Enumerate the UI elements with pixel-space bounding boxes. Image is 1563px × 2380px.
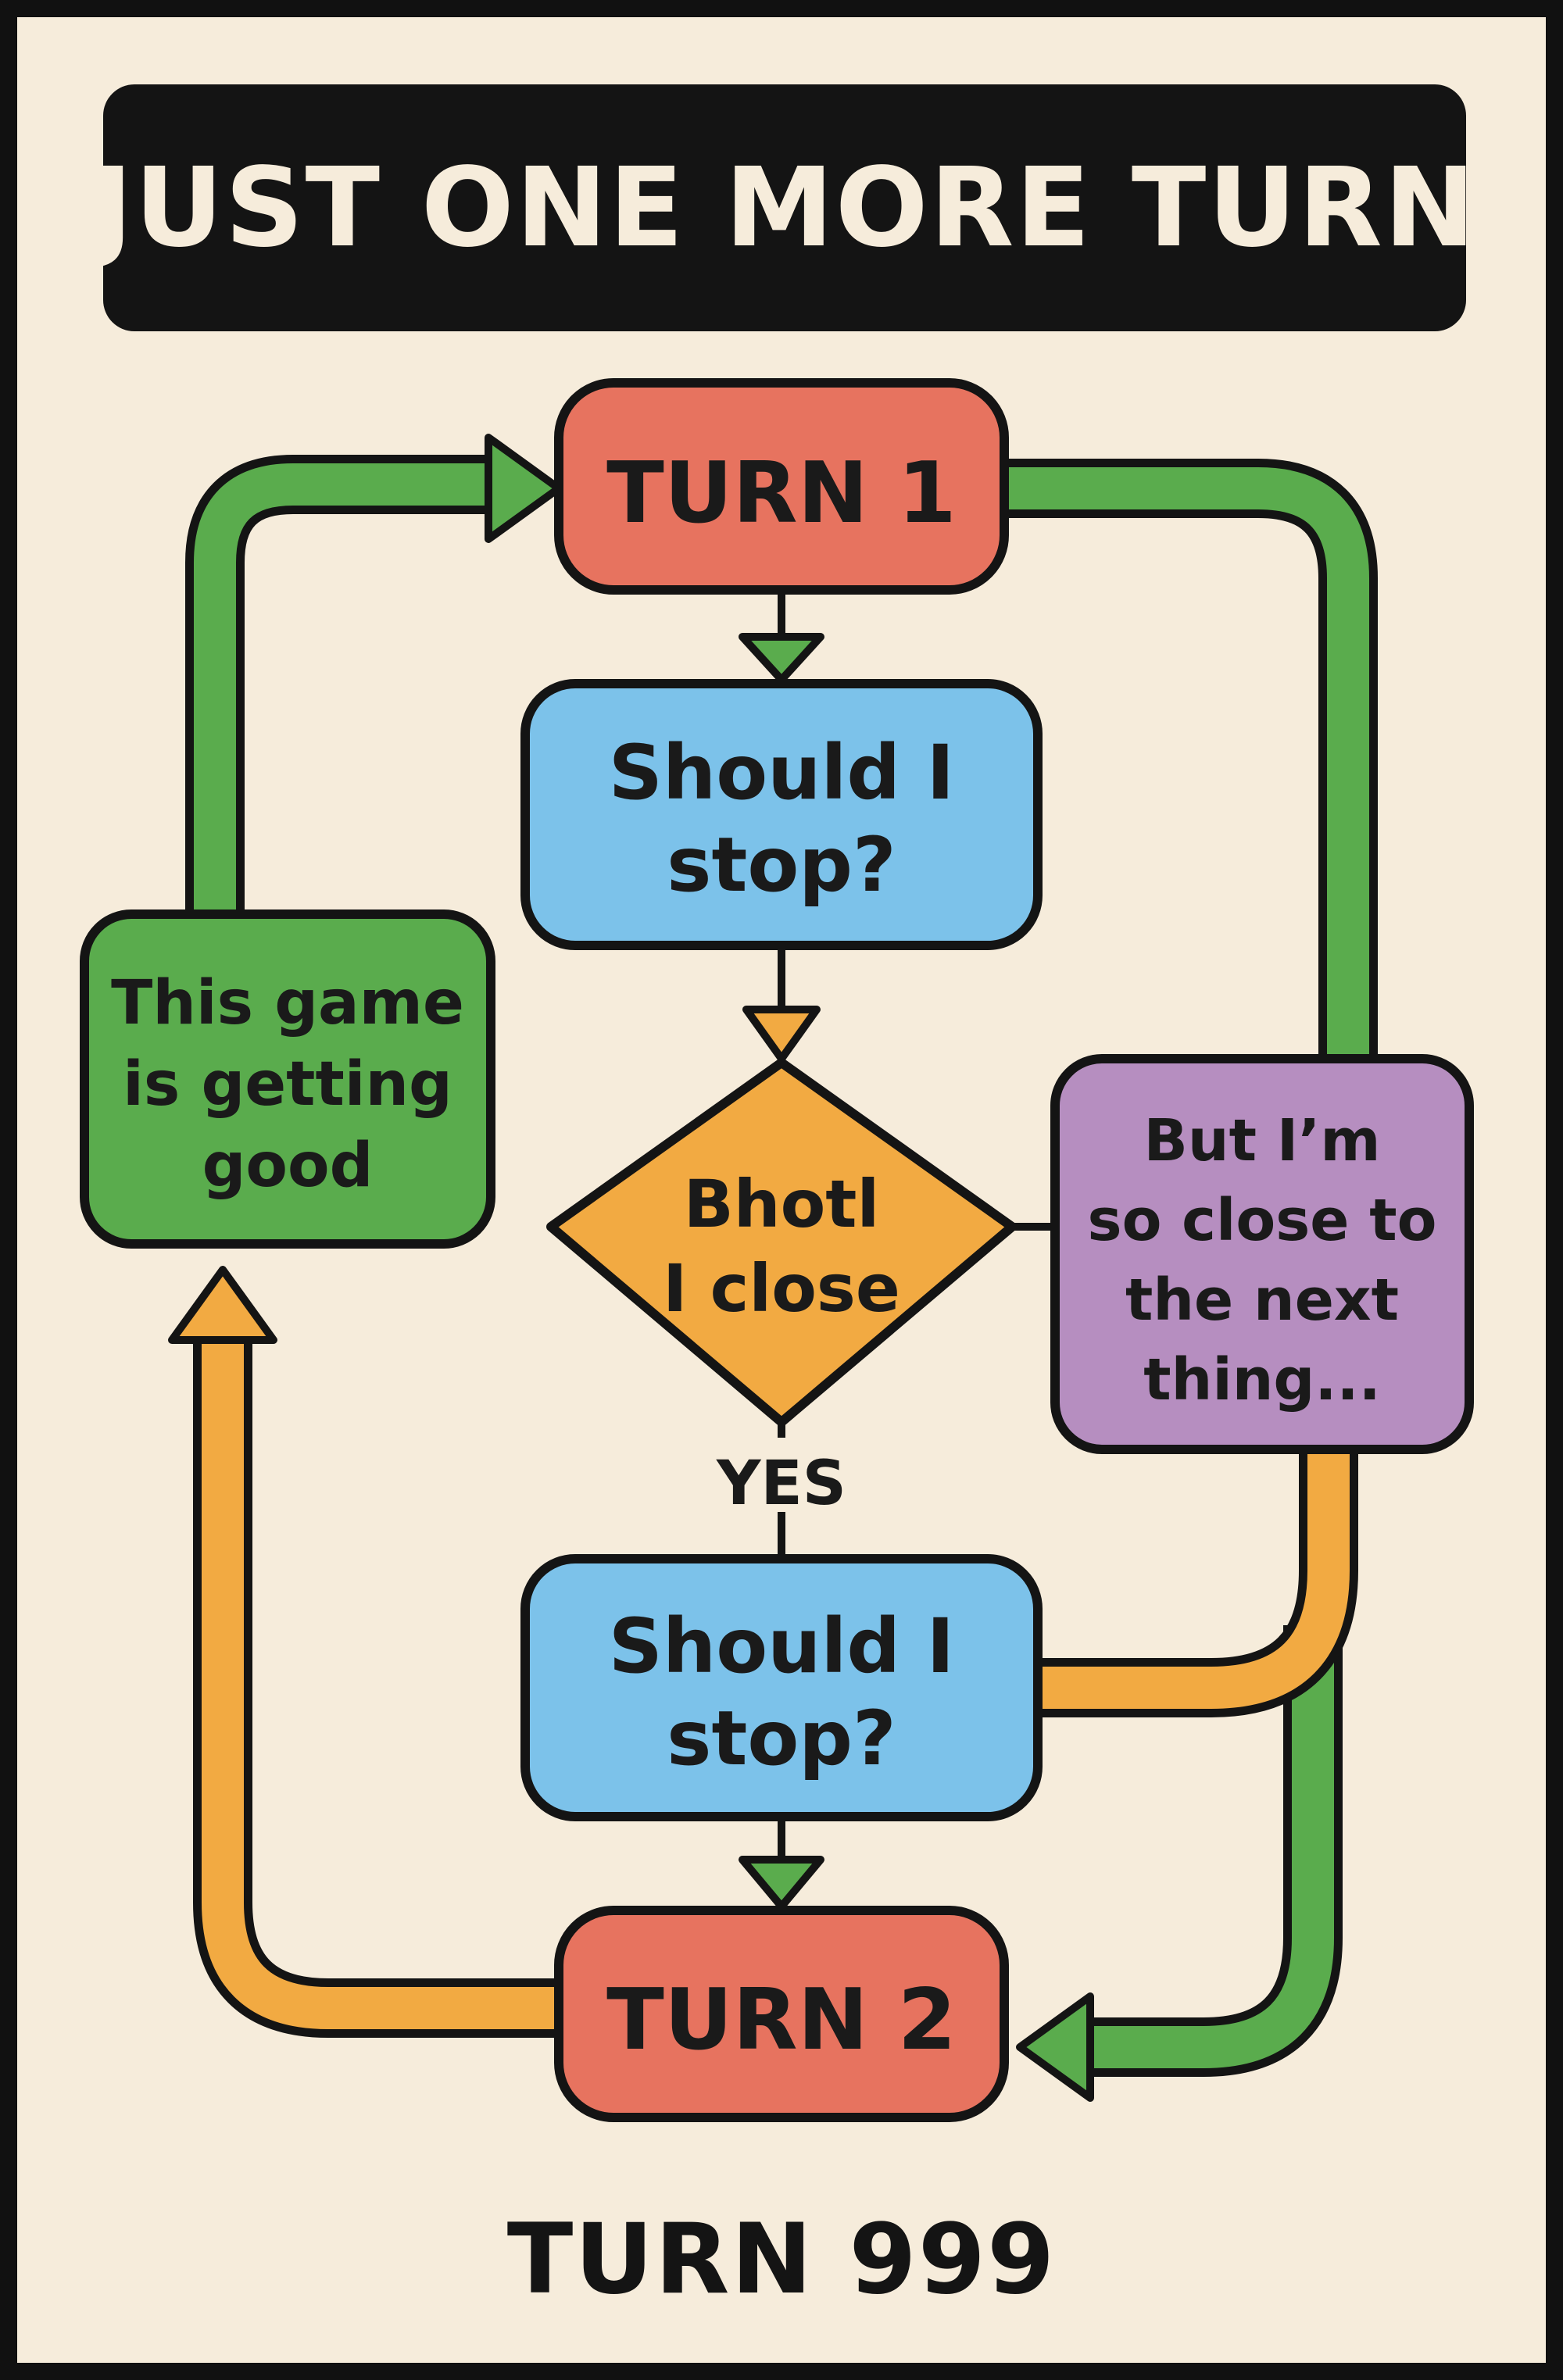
node-turn-1-label: TURN 1 (606, 445, 957, 542)
node-game-getting-good-line-2: is getting (123, 1049, 452, 1120)
node-so-close-line-3: the next (1125, 1267, 1399, 1334)
node-turn-2-label: TURN 2 (606, 1971, 957, 2069)
node-decision-line-2: I close (663, 1250, 900, 1327)
node-should-i-stop-bottom-line-1: Should I (609, 1603, 955, 1690)
loop-arrow-orange-right (1039, 1446, 1358, 1717)
connector-turn1-to-stop (739, 590, 824, 684)
node-so-close: But I’m so close to the next thing... (1050, 1054, 1474, 1454)
title-banner: JUST ONE MORE TURN (92, 84, 1475, 331)
node-so-close-line-4: thing... (1143, 1346, 1380, 1413)
node-turn-1: TURN 1 (554, 378, 1009, 595)
node-turn-2: TURN 2 (554, 1906, 1009, 2122)
loop-arrow-green-right-top (1004, 459, 1378, 1067)
node-game-getting-good-line-3: good (202, 1131, 374, 1201)
node-game-getting-good-line-1: This game (111, 968, 464, 1038)
node-should-i-stop-top-line-2: stop? (667, 821, 896, 909)
node-should-i-stop-bottom: Should I stop? (520, 1554, 1043, 1821)
loop-arrow-green-right-bottom (1016, 1625, 1343, 2102)
connector-stop-to-turn2 (739, 1817, 824, 1910)
node-so-close-line-1: But I’m (1144, 1107, 1381, 1174)
node-decision-diamond: Bhotl I close (546, 1058, 1017, 1427)
node-should-i-stop-top: Should I stop? (520, 679, 1043, 950)
loop-arrow-green-left (185, 434, 563, 922)
node-game-getting-good: This game is getting good (80, 909, 495, 1249)
node-should-i-stop-top-line-1: Should I (609, 729, 955, 817)
node-decision-line-1: Bhotl (684, 1166, 879, 1242)
yes-label: YES (716, 1449, 846, 1519)
node-so-close-line-2: so close to (1088, 1187, 1437, 1254)
node-should-i-stop-bottom-line-2: stop? (667, 1695, 896, 1782)
footer-turn-999: TURN 999 (506, 2203, 1057, 2316)
page-title: JUST ONE MORE TURN (91, 144, 1478, 272)
connector-stop-to-decision (742, 945, 821, 1063)
loop-arrow-orange-left (168, 1266, 563, 2038)
